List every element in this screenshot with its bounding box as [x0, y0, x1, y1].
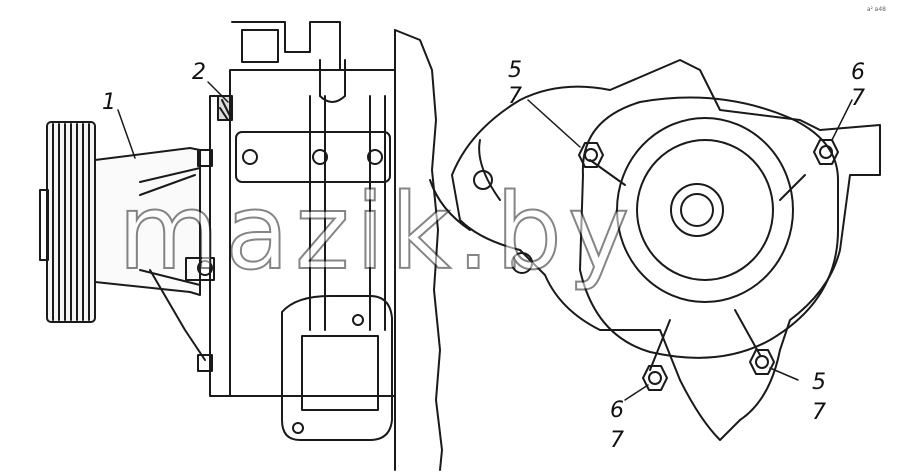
callout-7-bottom-left: 7	[610, 428, 624, 453]
callout-7-bottom-right: 7	[812, 400, 826, 425]
body-ribs	[309, 95, 386, 331]
callout-5-top: 5	[508, 58, 522, 83]
pump-body-side	[185, 69, 396, 397]
engine-block-edge	[394, 29, 443, 471]
callout-6-bottom: 6	[610, 398, 624, 423]
hex-bolt-bottom-left	[642, 365, 668, 391]
pump-front-housing	[429, 59, 881, 441]
callout-7-top-right: 7	[851, 86, 865, 111]
callout-6-top: 6	[851, 60, 865, 85]
callout-7-top-left: 7	[508, 84, 522, 109]
callout-2: 2	[192, 60, 206, 85]
outlet-flange	[281, 295, 393, 441]
callout-1: 1	[102, 90, 116, 115]
mounting-plate	[235, 131, 391, 183]
bolt-arms	[589, 159, 806, 371]
impeller-cover	[579, 96, 839, 359]
leader-lines	[117, 81, 853, 401]
callout-5-bottom: 5	[812, 370, 826, 395]
corner-mark: а² в48	[866, 6, 886, 13]
hex-bolt-top-left	[578, 142, 604, 168]
top-bracket	[231, 21, 346, 103]
pulley	[39, 121, 96, 323]
pulley-hub	[94, 147, 206, 361]
hex-bolt-bottom-right	[749, 349, 775, 375]
